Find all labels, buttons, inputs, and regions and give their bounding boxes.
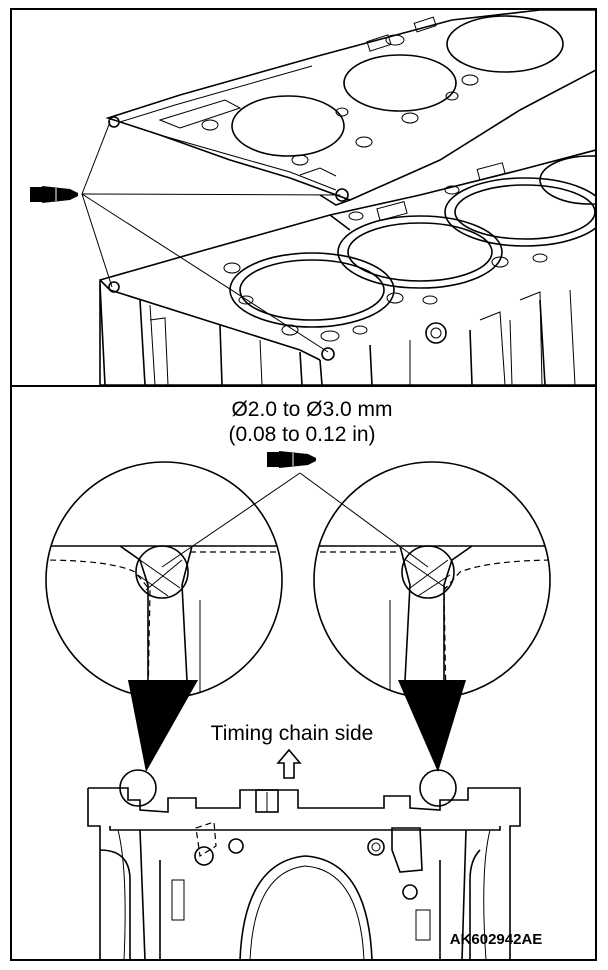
leader-line-right bbox=[299, 472, 429, 568]
up-arrow-icon bbox=[276, 748, 302, 779]
top-panel-engine-block bbox=[81, 10, 595, 385]
block-top-view bbox=[87, 769, 521, 960]
sealant-tube-icon-top bbox=[30, 186, 78, 203]
leader-line-left bbox=[161, 472, 301, 568]
callout-cone-left bbox=[128, 680, 198, 772]
figure-frame bbox=[10, 8, 597, 961]
bead-spec-line1: Ø2.0 to Ø3.0 mm bbox=[231, 398, 392, 421]
timing-chain-side-label: Timing chain side bbox=[211, 722, 374, 745]
callout-cone-right bbox=[398, 680, 466, 772]
detail-view-left bbox=[45, 461, 283, 699]
bead-spec-line2: (0.08 to 0.12 in) bbox=[228, 423, 375, 446]
figure-code: AK602942AE bbox=[450, 931, 543, 948]
detail-view-right bbox=[313, 461, 551, 699]
sealant-tube-icon-bottom bbox=[267, 451, 316, 468]
